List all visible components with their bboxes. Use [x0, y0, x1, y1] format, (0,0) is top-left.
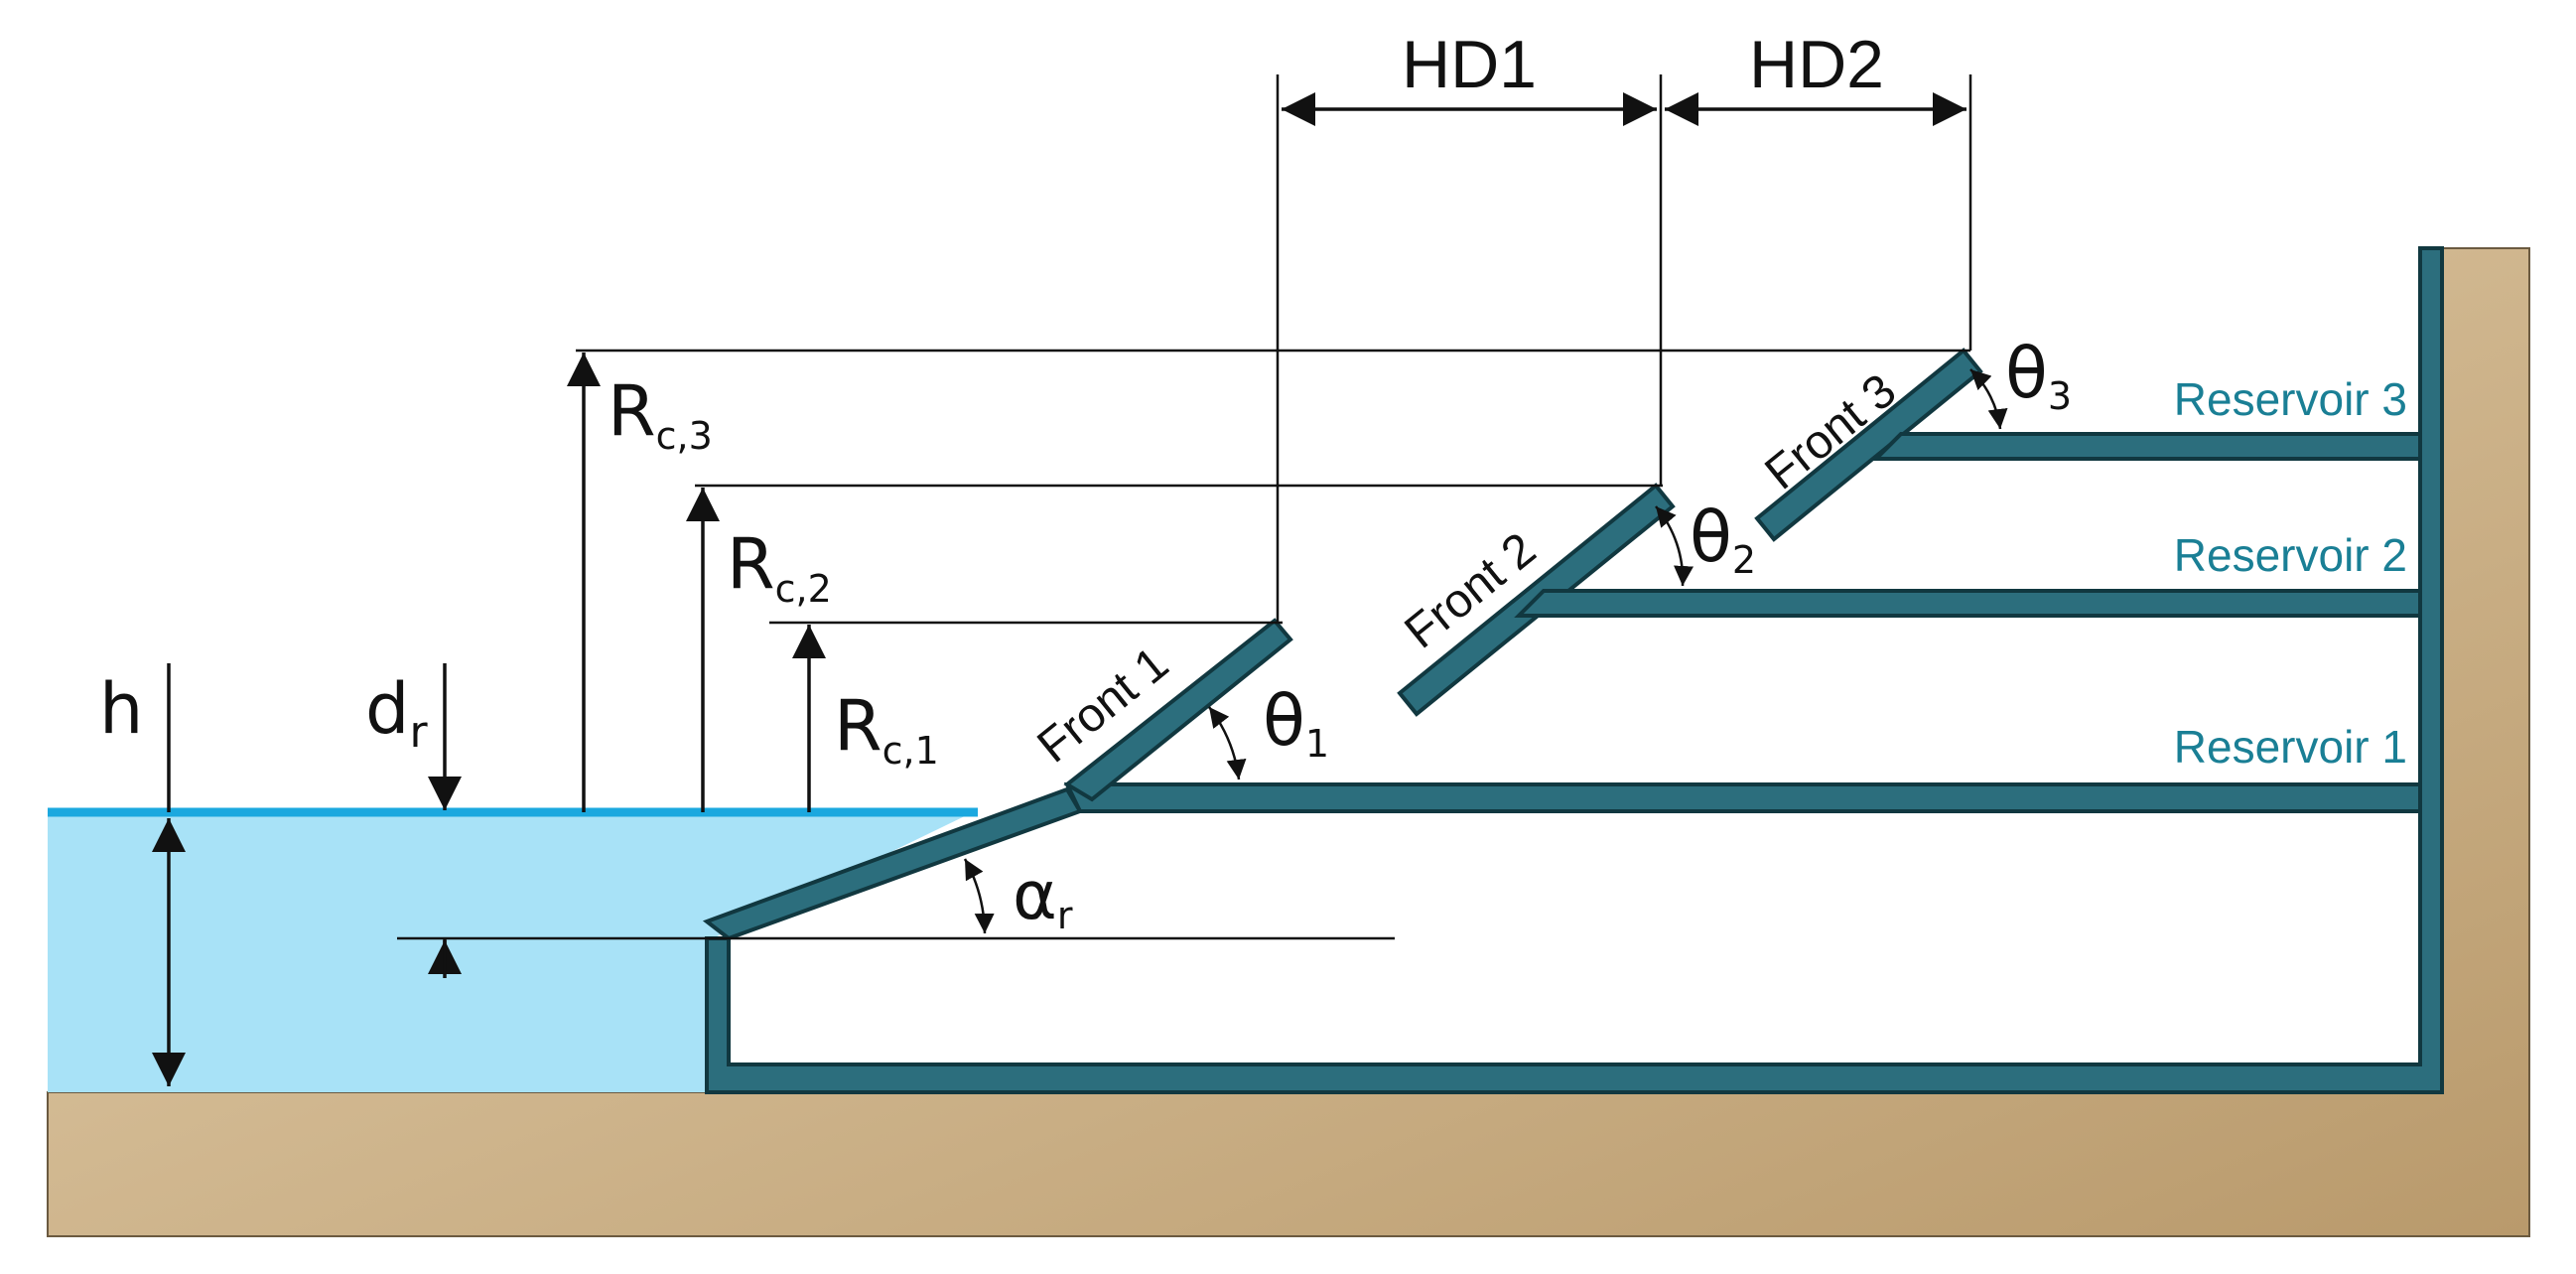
rc3-label: Rc,3 — [608, 370, 713, 458]
h-label: h — [99, 668, 143, 750]
hd1-label: HD1 — [1402, 27, 1537, 102]
reservoir-1-label: Reservoir 1 — [2174, 721, 2407, 773]
reservoir-3-floor — [1871, 432, 2422, 461]
theta2-label: θ2 — [1690, 496, 1756, 582]
theta3-label: θ3 — [2005, 333, 2072, 418]
alpha-angle-arc — [963, 858, 995, 934]
structure-frame — [705, 246, 2444, 1094]
theta2-angle-arc — [1655, 505, 1694, 587]
front-1-wall — [1063, 618, 1293, 802]
reservoir-2-floor — [1514, 589, 2422, 618]
front-1-label: Front 1 — [1028, 637, 1179, 774]
dr-label: dr — [365, 668, 428, 758]
theta3-angle-arc — [1969, 368, 2008, 430]
reservoir-3-label: Reservoir 3 — [2174, 373, 2407, 425]
hd2-label: HD2 — [1749, 27, 1884, 102]
water-body — [48, 812, 973, 1092]
rc1-label: Rc,1 — [834, 685, 939, 773]
reservoir-2-label: Reservoir 2 — [2174, 529, 2407, 581]
theta1-angle-arc — [1208, 706, 1247, 780]
rc2-label: Rc,2 — [727, 523, 832, 611]
reservoir-1-floor — [1063, 782, 2422, 813]
alpha-label: αr — [1013, 857, 1073, 937]
theta1-label: θ1 — [1263, 680, 1329, 766]
